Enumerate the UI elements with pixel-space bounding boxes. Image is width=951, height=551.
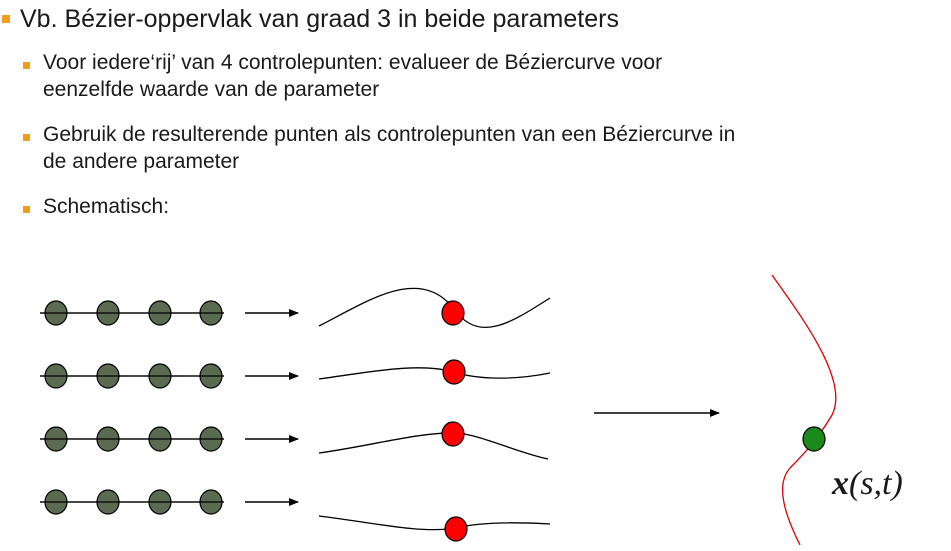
result-curve (771, 274, 837, 546)
sub-item-1: Voor iedere‘rij’ van 4 controlepunten: e… (43, 49, 948, 103)
control-point-rows (40, 300, 224, 515)
row-curve-4 (318, 515, 551, 531)
formula-args: (s,t) (849, 465, 903, 502)
result-point (802, 426, 826, 452)
evaluated-point-1 (441, 300, 465, 326)
sub-item-3-line1: Schematisch: (43, 195, 170, 218)
surface-formula: x(s,t) (832, 465, 903, 503)
evaluated-points (441, 300, 468, 542)
sub-bullet-1 (23, 62, 30, 69)
evaluated-point-3 (441, 421, 465, 447)
sub-item-1-line1: Voor iedere‘rij’ van 4 controlepunten: e… (43, 51, 663, 74)
sub-item-3: Schematisch: (43, 193, 948, 220)
sub-item-2-line2: de andere parameter (43, 150, 240, 173)
evaluated-point-4 (444, 516, 468, 542)
sub-bullet-3 (23, 206, 30, 213)
row-curve-2 (318, 367, 551, 380)
sub-item-2-line1: Gebruik de resulterende punten als contr… (43, 123, 736, 146)
heading-text: Vb. Bézier-oppervlak van graad 3 in beid… (20, 5, 619, 33)
heading-bullet (2, 15, 10, 23)
row-arrows (245, 309, 299, 506)
sub-item-2: Gebruik de resulterende punten als contr… (43, 121, 948, 175)
row-curve-3 (318, 432, 549, 460)
row-curve-1 (318, 287, 551, 328)
sub-bullet-2 (23, 134, 30, 141)
evaluated-curves (318, 287, 551, 531)
evaluated-point-2 (442, 359, 466, 385)
sub-item-1-line2: eenzelfde waarde van de parameter (43, 78, 380, 101)
formula-symbol: x (832, 465, 849, 502)
